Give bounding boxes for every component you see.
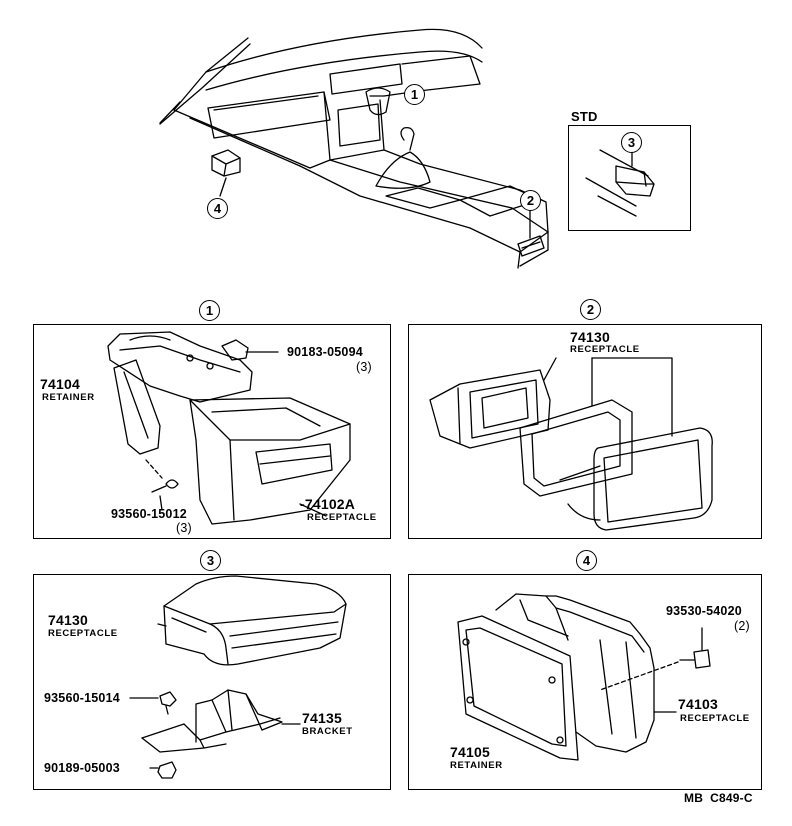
- panel-3-number: 3: [200, 550, 221, 571]
- panel-4-number: 4: [576, 550, 597, 571]
- panel-3-drawing: [129, 575, 347, 779]
- part-74130-name-p3: RECEPTACLE: [48, 628, 118, 639]
- part-74103-name: RECEPTACLE: [680, 713, 750, 724]
- std-inset-frame: [568, 125, 691, 231]
- panel-4-frame: [408, 574, 762, 790]
- part-90183-05094-number[interactable]: 90183-05094: [287, 345, 363, 359]
- part-74104-number[interactable]: 74104: [40, 376, 80, 392]
- part-93530-54020-number[interactable]: 93530-54020: [666, 604, 742, 618]
- part-74102a-number[interactable]: -74102A: [300, 496, 356, 512]
- part-74105-name: RETAINER: [450, 760, 503, 771]
- overview-callout-4[interactable]: 4: [207, 198, 228, 219]
- overview-callout-1[interactable]: 1: [404, 84, 425, 105]
- diagram-code: MB C849-C: [684, 791, 753, 805]
- part-74130-number-p3[interactable]: 74130: [48, 612, 88, 628]
- part-90183-05094-qty: (3): [356, 360, 372, 374]
- std-label: STD: [571, 109, 598, 124]
- part-74102a-name: RECEPTACLE: [307, 512, 377, 523]
- part-74130-name: RECEPTACLE: [570, 344, 640, 355]
- panel-1-number: 1: [199, 300, 220, 321]
- std-callout-3[interactable]: 3: [621, 132, 642, 153]
- part-90189-05003-number[interactable]: 90189-05003: [44, 761, 120, 775]
- panel-2-frame: [408, 324, 762, 539]
- std-inset-drawing: [585, 149, 655, 217]
- part-74103-number[interactable]: 74103: [678, 696, 718, 712]
- part-93530-54020-qty: (2): [734, 619, 750, 633]
- part-74135-name: BRACKET: [302, 726, 353, 737]
- part-93560-15014-number[interactable]: 93560-15014: [44, 691, 120, 705]
- part-74104-name: RETAINER: [42, 392, 95, 403]
- panel-1-drawing: [107, 331, 351, 525]
- panel-2-number: 2: [580, 299, 601, 320]
- part-93560-15012-number[interactable]: 93560-15012: [111, 507, 187, 521]
- part-93560-15012-qty: (3): [176, 521, 192, 535]
- part-74135-number[interactable]: 74135: [302, 710, 342, 726]
- overview-callout-2[interactable]: 2: [520, 190, 541, 211]
- car-interior-drawing: [159, 28, 549, 269]
- part-74105-number[interactable]: 74105: [450, 744, 490, 760]
- panel-1-frame: [33, 324, 391, 539]
- panel-4-drawing: [457, 593, 711, 761]
- part-74130-number[interactable]: 74130: [570, 329, 610, 345]
- panel-2-drawing: [429, 357, 713, 531]
- panel-3-frame: [33, 574, 391, 790]
